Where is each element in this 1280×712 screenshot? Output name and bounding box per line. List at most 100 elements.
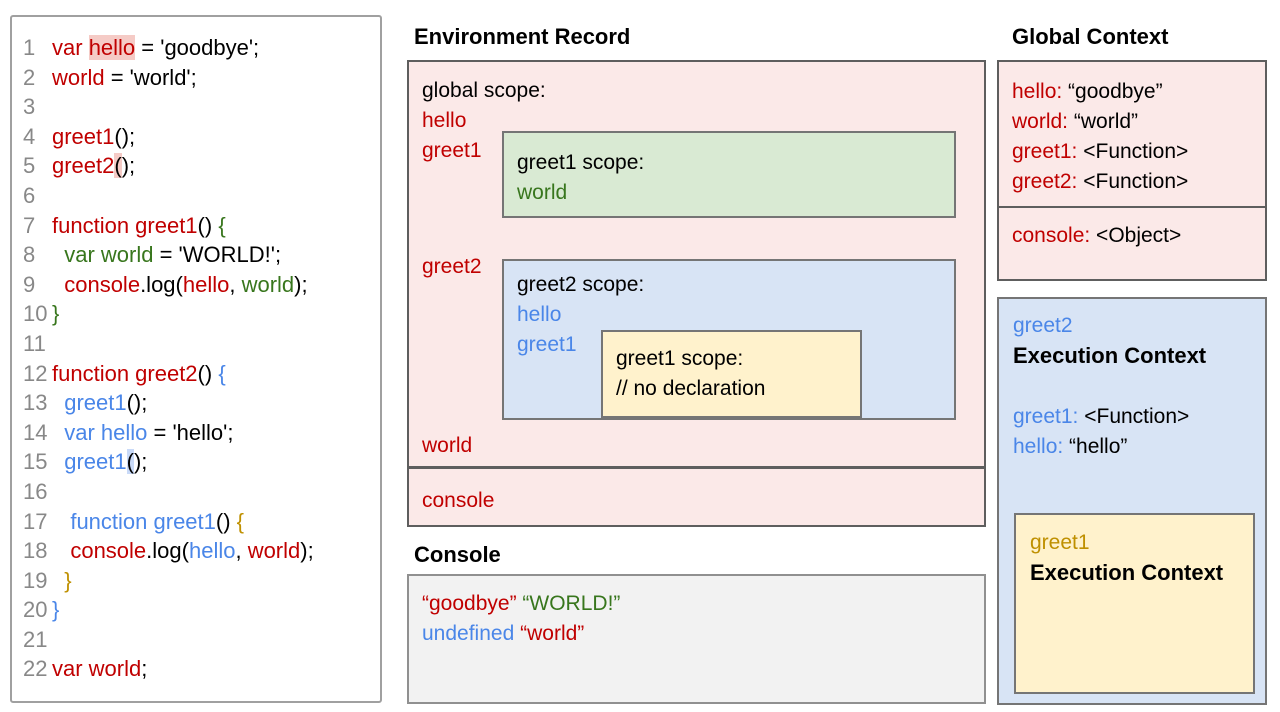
text-segment: var world <box>52 656 142 682</box>
text-segment: () <box>215 508 237 534</box>
code-line-3: 3 <box>12 92 380 122</box>
greet2-scope-var-greet1: greet1 <box>517 333 577 356</box>
text-segment: ); <box>294 271 308 297</box>
text-segment: greet1 <box>52 123 115 149</box>
text-segment: world <box>52 64 105 90</box>
text-segment: hello: <box>1013 435 1064 458</box>
text-segment: “world” <box>1068 110 1139 133</box>
text-segment: } <box>52 301 60 327</box>
code-line-8: 8 var world = 'WORLD!'; <box>12 240 380 270</box>
code-line-6: 6 <box>12 181 380 211</box>
line-number: 12 <box>23 360 48 386</box>
text-segment: var <box>52 35 89 60</box>
global-context-console-section: console: <Object> <box>999 208 1265 251</box>
text-segment: } <box>52 597 60 623</box>
line-number: 22 <box>23 656 48 682</box>
console-title: Console <box>414 542 501 567</box>
text-segment: “world” <box>520 622 585 645</box>
code-line-20: 20} <box>12 595 380 625</box>
greet1-scope-label: greet1 scope: <box>517 151 645 174</box>
text-segment: , <box>235 538 248 564</box>
console-output-line: “goodbye” “WORLD!” <box>422 589 984 619</box>
greet2-scope-box: greet2 scope: hello greet1 greet1 scope:… <box>502 259 956 420</box>
line-number: 8 <box>23 242 36 268</box>
text-segment: var hello <box>52 419 148 445</box>
line-number: 5 <box>23 153 36 179</box>
greet1-ec-title: Execution Context <box>1030 560 1224 585</box>
global-context-entry: greet2: <Function> <box>1012 167 1265 197</box>
greet1-execution-context-box: greet1 Execution Context <box>1014 513 1255 694</box>
text-segment: greet1: <box>1013 405 1079 428</box>
line-number: 9 <box>23 271 36 297</box>
text-segment: greet1 <box>52 390 127 416</box>
text-segment: function greet1 <box>52 508 216 534</box>
text-segment: ); <box>121 153 136 179</box>
text-segment: function greet1 <box>52 212 198 238</box>
code-line-17: 17 function greet1() { <box>12 507 380 537</box>
text-segment: = 'goodbye'; <box>135 35 260 60</box>
text-segment: (); <box>126 390 148 416</box>
text-segment: “goodbye” <box>422 592 517 615</box>
text-segment: console: <box>1012 224 1091 247</box>
line-number: 20 <box>23 597 48 623</box>
text-segment: <Function> <box>1077 170 1189 193</box>
text-segment: var world <box>52 242 154 268</box>
environment-record-title: Environment Record <box>414 24 631 49</box>
text-segment: console <box>52 271 141 297</box>
text-segment: ; <box>141 656 148 682</box>
text-segment: <Object> <box>1090 224 1182 247</box>
console-output-box: “goodbye” “WORLD!”undefined “world” <box>407 574 986 704</box>
global-scope-box: global scope: hello greet1 greet1 scope:… <box>407 60 986 468</box>
greet2-execution-context-box: greet2 Execution Context greet1: <Functi… <box>997 297 1267 705</box>
line-number: 1 <box>23 35 36 60</box>
text-segment: function greet2 <box>52 360 198 386</box>
console-scope-label: console <box>422 489 495 512</box>
line-number: 3 <box>23 94 36 120</box>
line-number: 4 <box>23 123 36 149</box>
text-segment: .log( <box>146 538 189 564</box>
text-segment: greet1 <box>52 449 127 475</box>
text-segment: (); <box>114 123 136 149</box>
code-line-1: 1 var hello = 'goodbye'; <box>12 33 380 63</box>
line-number: 15 <box>23 449 48 475</box>
text-segment: , <box>229 271 242 297</box>
global-context-console-entry: console: <Object> <box>1012 221 1265 251</box>
greet2-scope-var-hello: hello <box>517 303 562 326</box>
text-segment: = 'WORLD!'; <box>153 242 282 268</box>
text-segment: world <box>247 538 301 564</box>
greet1-scope-var-world: world <box>517 181 568 204</box>
text-segment: } <box>52 567 72 593</box>
line-number: 7 <box>23 212 36 238</box>
text-segment: “hello” <box>1063 435 1128 458</box>
line-number: 10 <box>23 301 48 327</box>
code-line-14: 14 var hello = 'hello'; <box>12 418 380 448</box>
text-segment: ( <box>126 449 134 475</box>
text-segment: = 'hello'; <box>147 419 234 445</box>
line-number: 19 <box>23 567 48 593</box>
console-output-line: undefined “world” <box>422 619 984 649</box>
text-segment: undefined <box>422 622 515 645</box>
text-segment: ); <box>300 538 314 564</box>
text-segment: hello <box>88 35 136 60</box>
text-segment: “goodbye” <box>1062 80 1163 103</box>
code-line-11: 11 <box>12 329 380 359</box>
text-segment: ( <box>114 153 122 179</box>
text-segment: hello <box>188 538 236 564</box>
text-segment: { <box>218 212 226 238</box>
code-line-10: 10} <box>12 299 380 329</box>
text-segment: () <box>197 360 219 386</box>
text-segment: { <box>218 360 226 386</box>
global-scope-label: global scope: <box>422 79 546 102</box>
global-context-entry: hello: “goodbye” <box>1012 77 1265 107</box>
text-segment: greet1: <box>1012 140 1078 163</box>
text-segment: ); <box>133 449 148 475</box>
text-segment: { <box>236 508 245 534</box>
greet2-ec-title: Execution Context <box>1013 343 1207 368</box>
code-line-15: 15 greet1(); <box>12 447 380 477</box>
